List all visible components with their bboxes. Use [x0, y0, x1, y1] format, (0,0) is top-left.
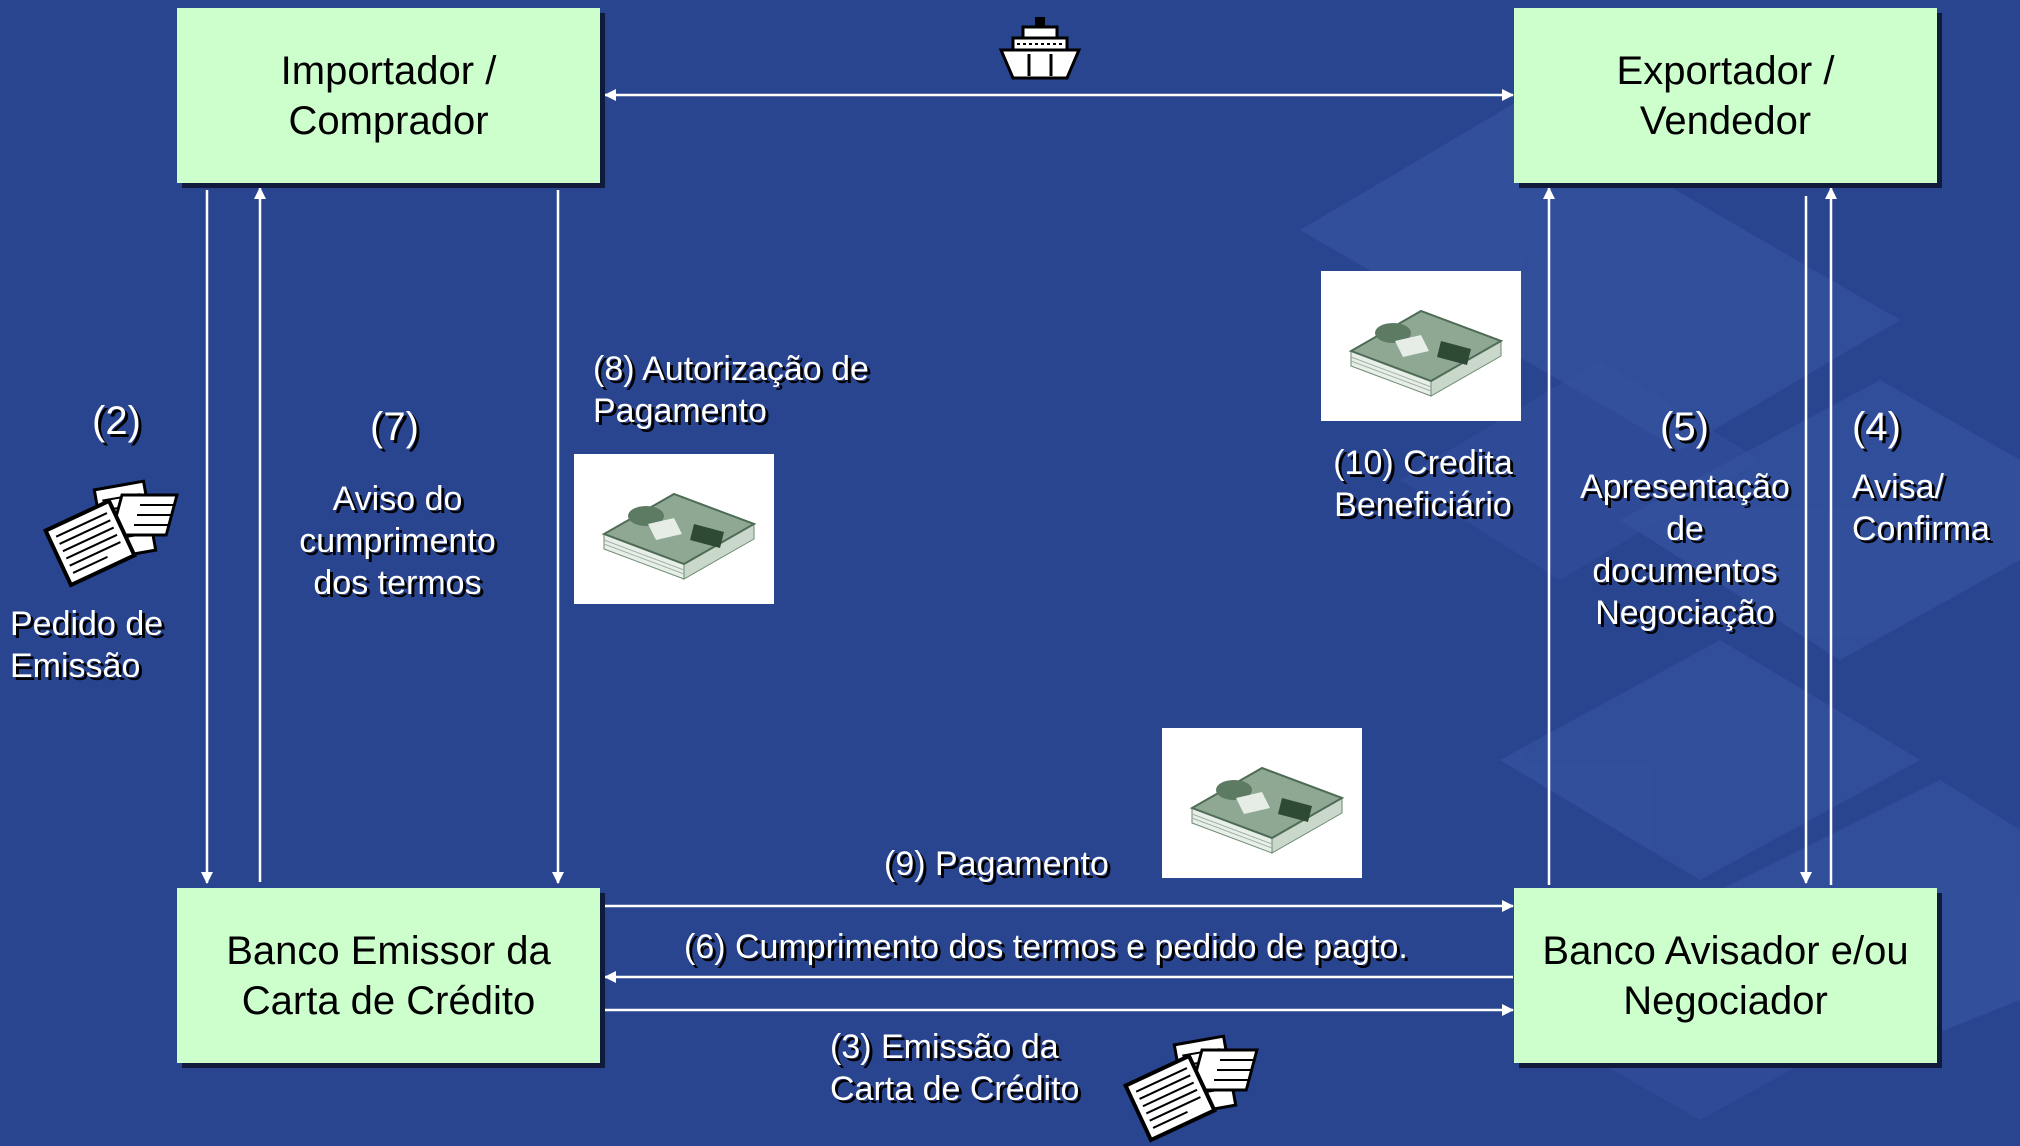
step10-line-1: (10) Credita — [1333, 444, 1513, 482]
importer-line-1: Importador / — [280, 48, 497, 93]
step10-label: (10) Credita Beneficiário — [1318, 442, 1528, 526]
step4-line-2: Confirma — [1852, 510, 1990, 548]
step3-line-1: (3) Emissão da — [830, 1028, 1059, 1066]
ship-icon — [995, 14, 1085, 84]
step5-number: (5) — [1660, 405, 1709, 449]
advising-bank-box: Banco Avisador e/ou Negociador — [1514, 888, 1937, 1063]
step5-label: Apresentação de documentos Negociação — [1568, 466, 1802, 634]
exporter-line-1: Exportador / — [1616, 48, 1835, 93]
step7-line-1: Aviso do — [332, 480, 463, 518]
money-icon — [574, 454, 774, 604]
step2-line-2: Emissão — [10, 647, 141, 685]
importer-line-2: Comprador — [288, 98, 489, 143]
money-icon — [1321, 271, 1521, 421]
step7-line-3: dos termos — [313, 564, 482, 602]
step4-label: Avisa/ Confirma — [1852, 466, 1990, 550]
step7-line-2: cumprimento — [299, 522, 496, 560]
advising-bank-line-1: Banco Avisador e/ou — [1542, 928, 1909, 973]
documents-icon — [40, 465, 190, 590]
step2-label: Pedido de Emissão — [10, 603, 163, 687]
money-icon — [1162, 728, 1362, 878]
step2-number: (2) — [92, 399, 141, 443]
step9-label: (9) Pagamento — [884, 845, 1109, 883]
step4-number: (4) — [1852, 405, 1901, 449]
step6-label: (6) Cumprimento dos termos e pedido de p… — [684, 928, 1408, 966]
exporter-line-2: Vendedor — [1639, 98, 1812, 143]
exporter-box: Exportador / Vendedor — [1514, 8, 1937, 183]
step5-line-3: documentos — [1592, 552, 1778, 590]
step3-label: (3) Emissão da Carta de Crédito — [830, 1026, 1079, 1110]
step2-line-1: Pedido de — [10, 605, 164, 643]
step4-line-1: Avisa/ — [1852, 468, 1944, 506]
step5-line-1: Apresentação — [1580, 468, 1790, 506]
step3-line-2: Carta de Crédito — [830, 1070, 1080, 1108]
issuing-bank-box: Banco Emissor da Carta de Crédito — [177, 888, 600, 1063]
issuing-bank-line-2: Carta de Crédito — [241, 978, 536, 1023]
step8-line-2: Pagamento — [593, 392, 767, 430]
step8-line-1: (8) Autorização de — [593, 350, 869, 388]
importer-box: Importador / Comprador — [177, 8, 600, 183]
step5-line-4: Negociação — [1595, 594, 1775, 632]
step7-label: Aviso do cumprimento dos termos — [280, 478, 515, 604]
step8-label: (8) Autorização de Pagamento — [593, 348, 869, 432]
step7-number: (7) — [370, 405, 419, 449]
issuing-bank-line-1: Banco Emissor da — [226, 928, 551, 973]
step5-line-2: de — [1666, 510, 1704, 548]
advising-bank-line-2: Negociador — [1623, 978, 1828, 1023]
documents-icon — [1120, 1020, 1270, 1145]
step10-line-2: Beneficiário — [1334, 486, 1512, 524]
